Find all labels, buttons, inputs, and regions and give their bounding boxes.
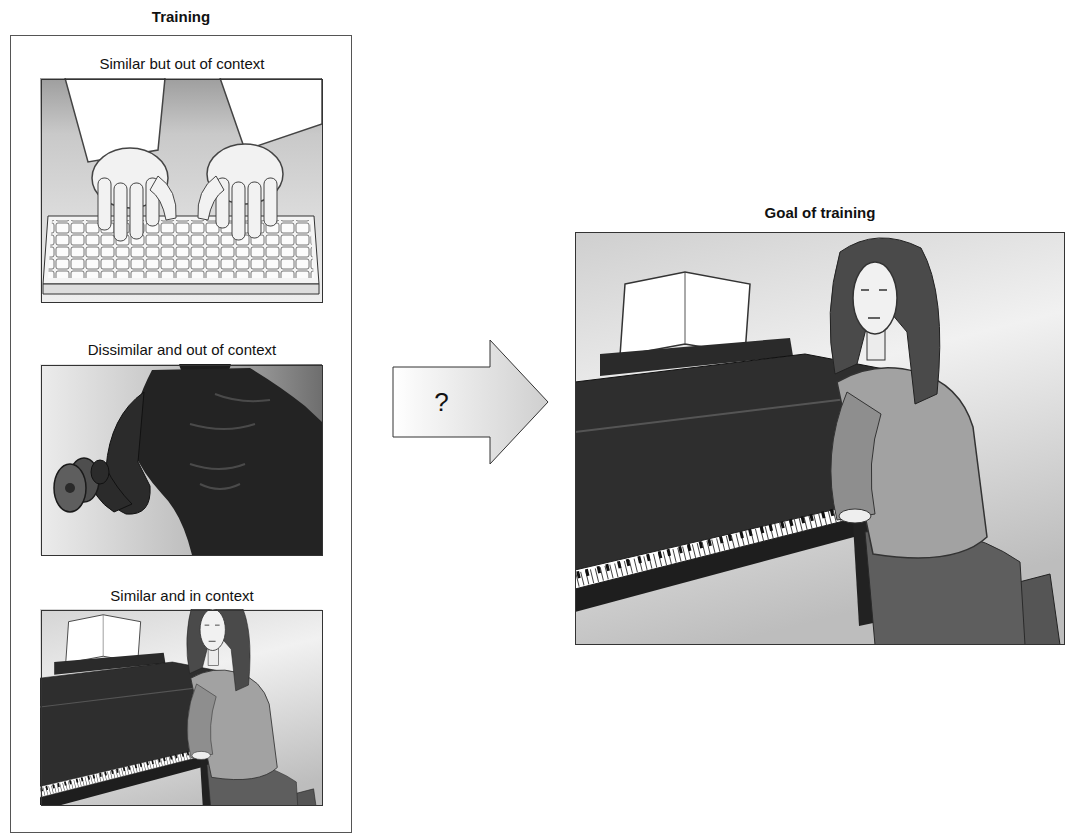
- training-panel: TrainingSimilar but out of contextDissim…: [10, 35, 352, 833]
- right-finger: [248, 182, 261, 238]
- left-finger: [98, 178, 111, 230]
- panel-caption: Dissimilar and out of context: [88, 341, 276, 359]
- block-arrow: [393, 340, 548, 464]
- piano-picture-small: [40, 592, 322, 830]
- muscle-lines: [190, 394, 270, 489]
- edge-label: ?: [434, 387, 448, 417]
- weightlifter-picture: [40, 364, 322, 555]
- keyboard-body: [43, 216, 319, 284]
- picture-panel: Similar but out of context: [41, 79, 323, 303]
- panel-caption: Similar and in context: [110, 587, 253, 605]
- right-finger: [264, 178, 277, 226]
- panel-caption: Goal of training: [765, 204, 876, 222]
- gym-background: [40, 364, 322, 555]
- keyboard-picture: [40, 78, 322, 302]
- goal-panel: Goal of training: [575, 232, 1065, 645]
- left-finger: [114, 183, 127, 241]
- keyboard-base: [43, 284, 319, 294]
- panel-caption: Training: [152, 8, 210, 26]
- dumbbell-plate: [54, 464, 86, 512]
- left-finger: [130, 183, 143, 239]
- right-sleeve: [220, 78, 322, 150]
- keyboard-keys: [48, 220, 314, 278]
- piano-scene: [575, 232, 1065, 645]
- panel-caption: Similar but out of context: [99, 55, 264, 73]
- picture-panel: Similar and in context: [41, 610, 323, 806]
- piano-scene: [40, 592, 322, 830]
- picture-panel: Dissimilar and out of context: [41, 365, 323, 556]
- right-finger: [232, 182, 245, 240]
- lifter-fist: [91, 460, 109, 484]
- left-sleeve: [65, 78, 165, 162]
- right-thumb: [198, 176, 224, 220]
- lifter-torso: [132, 368, 322, 555]
- dumbbell-bar-end: [65, 483, 75, 493]
- left-thumb: [150, 176, 176, 220]
- desk-background: [40, 78, 322, 302]
